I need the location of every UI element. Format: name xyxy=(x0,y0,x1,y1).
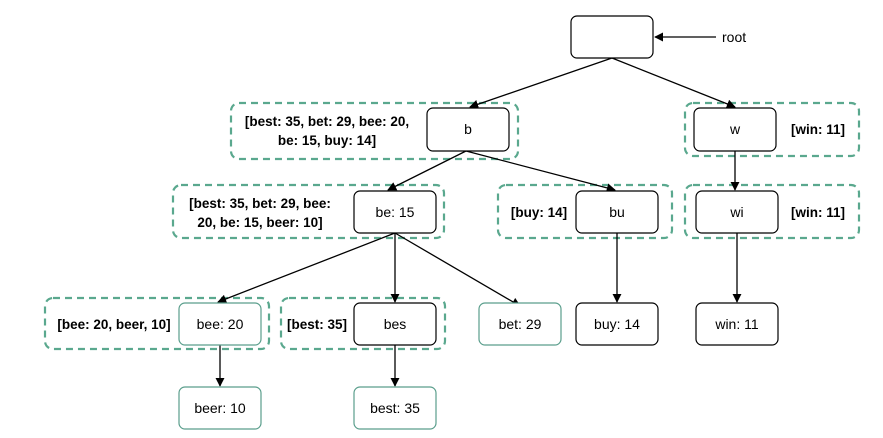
node-wi: wi xyxy=(695,190,779,234)
node-be: be: 15 xyxy=(353,190,437,234)
cache-label-bu: [buy: 14] xyxy=(511,205,567,220)
cache-label-bes: [best: 35] xyxy=(287,317,347,332)
cache-label-bee: [bee: 20, beer, 10] xyxy=(57,317,170,332)
node-bee: bee: 20 xyxy=(178,302,262,346)
edge-root-w xyxy=(611,57,736,109)
node-root xyxy=(570,15,654,59)
edge-root-b xyxy=(469,57,613,109)
cache-label-wi: [win: 11] xyxy=(791,205,845,220)
svg-text:wi: wi xyxy=(729,204,743,220)
svg-text:be: 15: be: 15 xyxy=(376,204,415,220)
svg-text:bes: bes xyxy=(384,316,407,332)
node-buy: buy: 14 xyxy=(575,302,659,346)
group-be xyxy=(171,183,446,240)
svg-text:buy: 14: buy: 14 xyxy=(594,316,640,332)
svg-text:bee: 20: bee: 20 xyxy=(197,316,244,332)
node-win: win: 11 xyxy=(695,302,779,346)
group-b xyxy=(229,101,520,161)
group-bee xyxy=(43,296,271,351)
node-bes: bes xyxy=(353,302,437,346)
edge-b-be xyxy=(387,150,467,191)
svg-text:bet: 29: bet: 29 xyxy=(499,316,542,332)
group-bes xyxy=(279,296,447,351)
edge-be-bee xyxy=(217,232,396,304)
cache-label-b-line1: [best: 35, bet: 29, bee: 20, xyxy=(245,114,409,129)
node-bet: bet: 29 xyxy=(478,302,562,346)
node-best: best: 35 xyxy=(353,386,437,430)
group-w xyxy=(683,101,861,158)
node-bu: bu xyxy=(575,190,659,234)
svg-text:bu: bu xyxy=(609,204,625,220)
group-wi xyxy=(683,183,861,240)
svg-text:best: 35: best: 35 xyxy=(370,400,420,416)
node-beer: beer: 10 xyxy=(178,386,262,430)
edge-b-bu xyxy=(465,150,616,193)
edge-be-bet xyxy=(394,232,521,307)
node-b: b xyxy=(426,107,510,152)
root-label: root xyxy=(722,29,746,45)
svg-text:win: 11: win: 11 xyxy=(714,316,759,332)
cache-label-be-line1: [best: 35, bet: 29, bee: xyxy=(189,196,331,211)
cache-label-b-line2: be: 15, buy: 14] xyxy=(278,133,376,148)
svg-text:b: b xyxy=(464,121,472,137)
node-w: w xyxy=(693,107,777,152)
svg-text:w: w xyxy=(729,121,741,137)
svg-text:beer: 10: beer: 10 xyxy=(194,400,246,416)
cache-label-be-line2: 20, be: 15, beer: 10] xyxy=(197,215,322,230)
group-bu xyxy=(496,183,674,240)
cache-label-w: [win: 11] xyxy=(791,122,845,137)
